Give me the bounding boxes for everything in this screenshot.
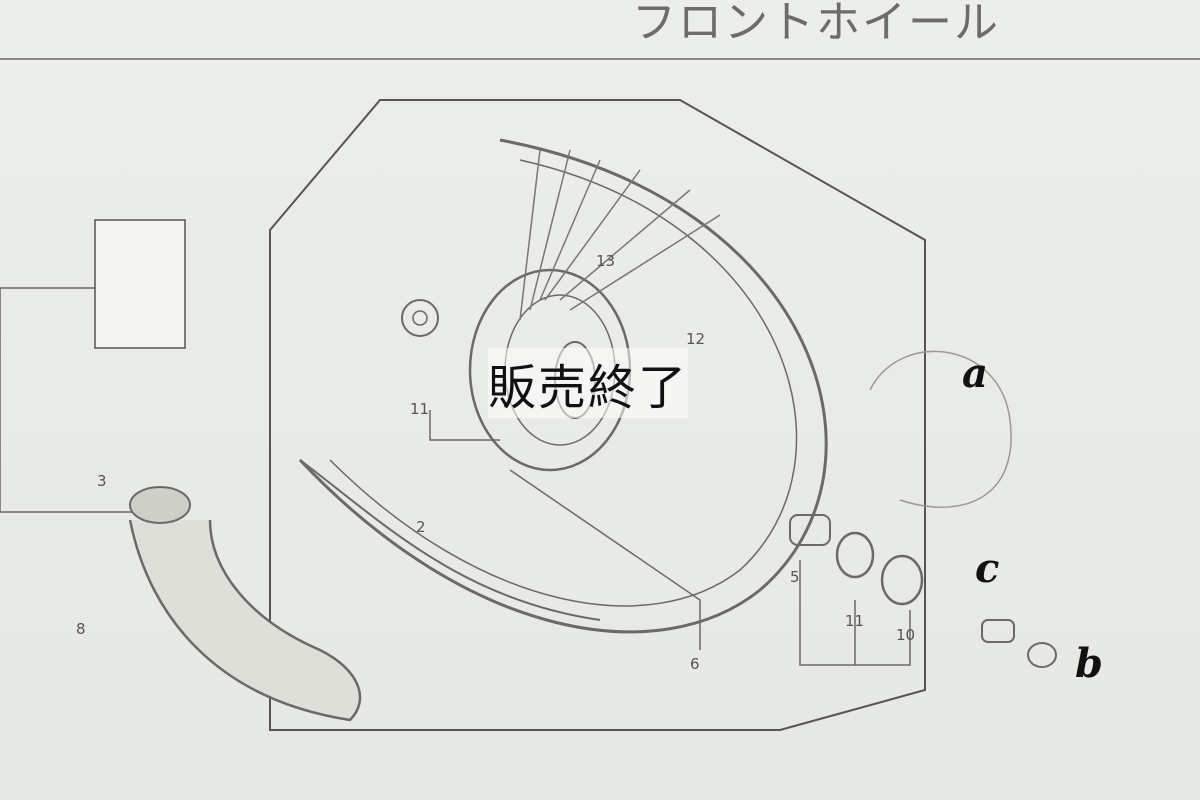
rim-flap xyxy=(299,459,601,621)
part-number-13: 13 xyxy=(596,252,616,270)
page-title: フロントホイール xyxy=(632,0,1000,48)
rim-inner xyxy=(329,159,798,607)
part-number-8: 8 xyxy=(76,620,86,638)
seal-10 xyxy=(880,554,924,606)
discontinued-stamp: 販売終了 xyxy=(488,348,689,418)
left-callout-box xyxy=(0,287,135,513)
part-number-11-bearing: 11 xyxy=(410,400,430,418)
collar-c xyxy=(981,619,1015,643)
part-number-5: 5 xyxy=(790,568,800,586)
part-number-12: 12 xyxy=(686,330,706,348)
fender-clamp-3 xyxy=(129,486,191,524)
header-rule xyxy=(0,58,1200,60)
annotation-b: b xyxy=(1075,640,1103,687)
bearing-11 xyxy=(835,531,875,579)
collar-5 xyxy=(789,514,831,546)
bearing-left xyxy=(401,299,439,337)
part-number-2: 2 xyxy=(416,518,426,536)
annotation-a: a xyxy=(962,350,988,397)
brake-panel xyxy=(869,350,1012,508)
fender-8 xyxy=(128,519,362,722)
tire-label-card xyxy=(94,219,186,349)
annotation-c: c xyxy=(975,545,1000,592)
nut-b xyxy=(1027,642,1057,668)
part-number-6: 6 xyxy=(690,655,700,673)
section-frame xyxy=(269,99,926,731)
part-number-10: 10 xyxy=(896,626,916,644)
rim-outer xyxy=(298,138,828,634)
part-number-3: 3 xyxy=(97,472,107,490)
spokes xyxy=(519,149,721,321)
part-number-11-collar: 11 xyxy=(845,612,865,630)
bracket-5-11-10 xyxy=(799,560,911,666)
